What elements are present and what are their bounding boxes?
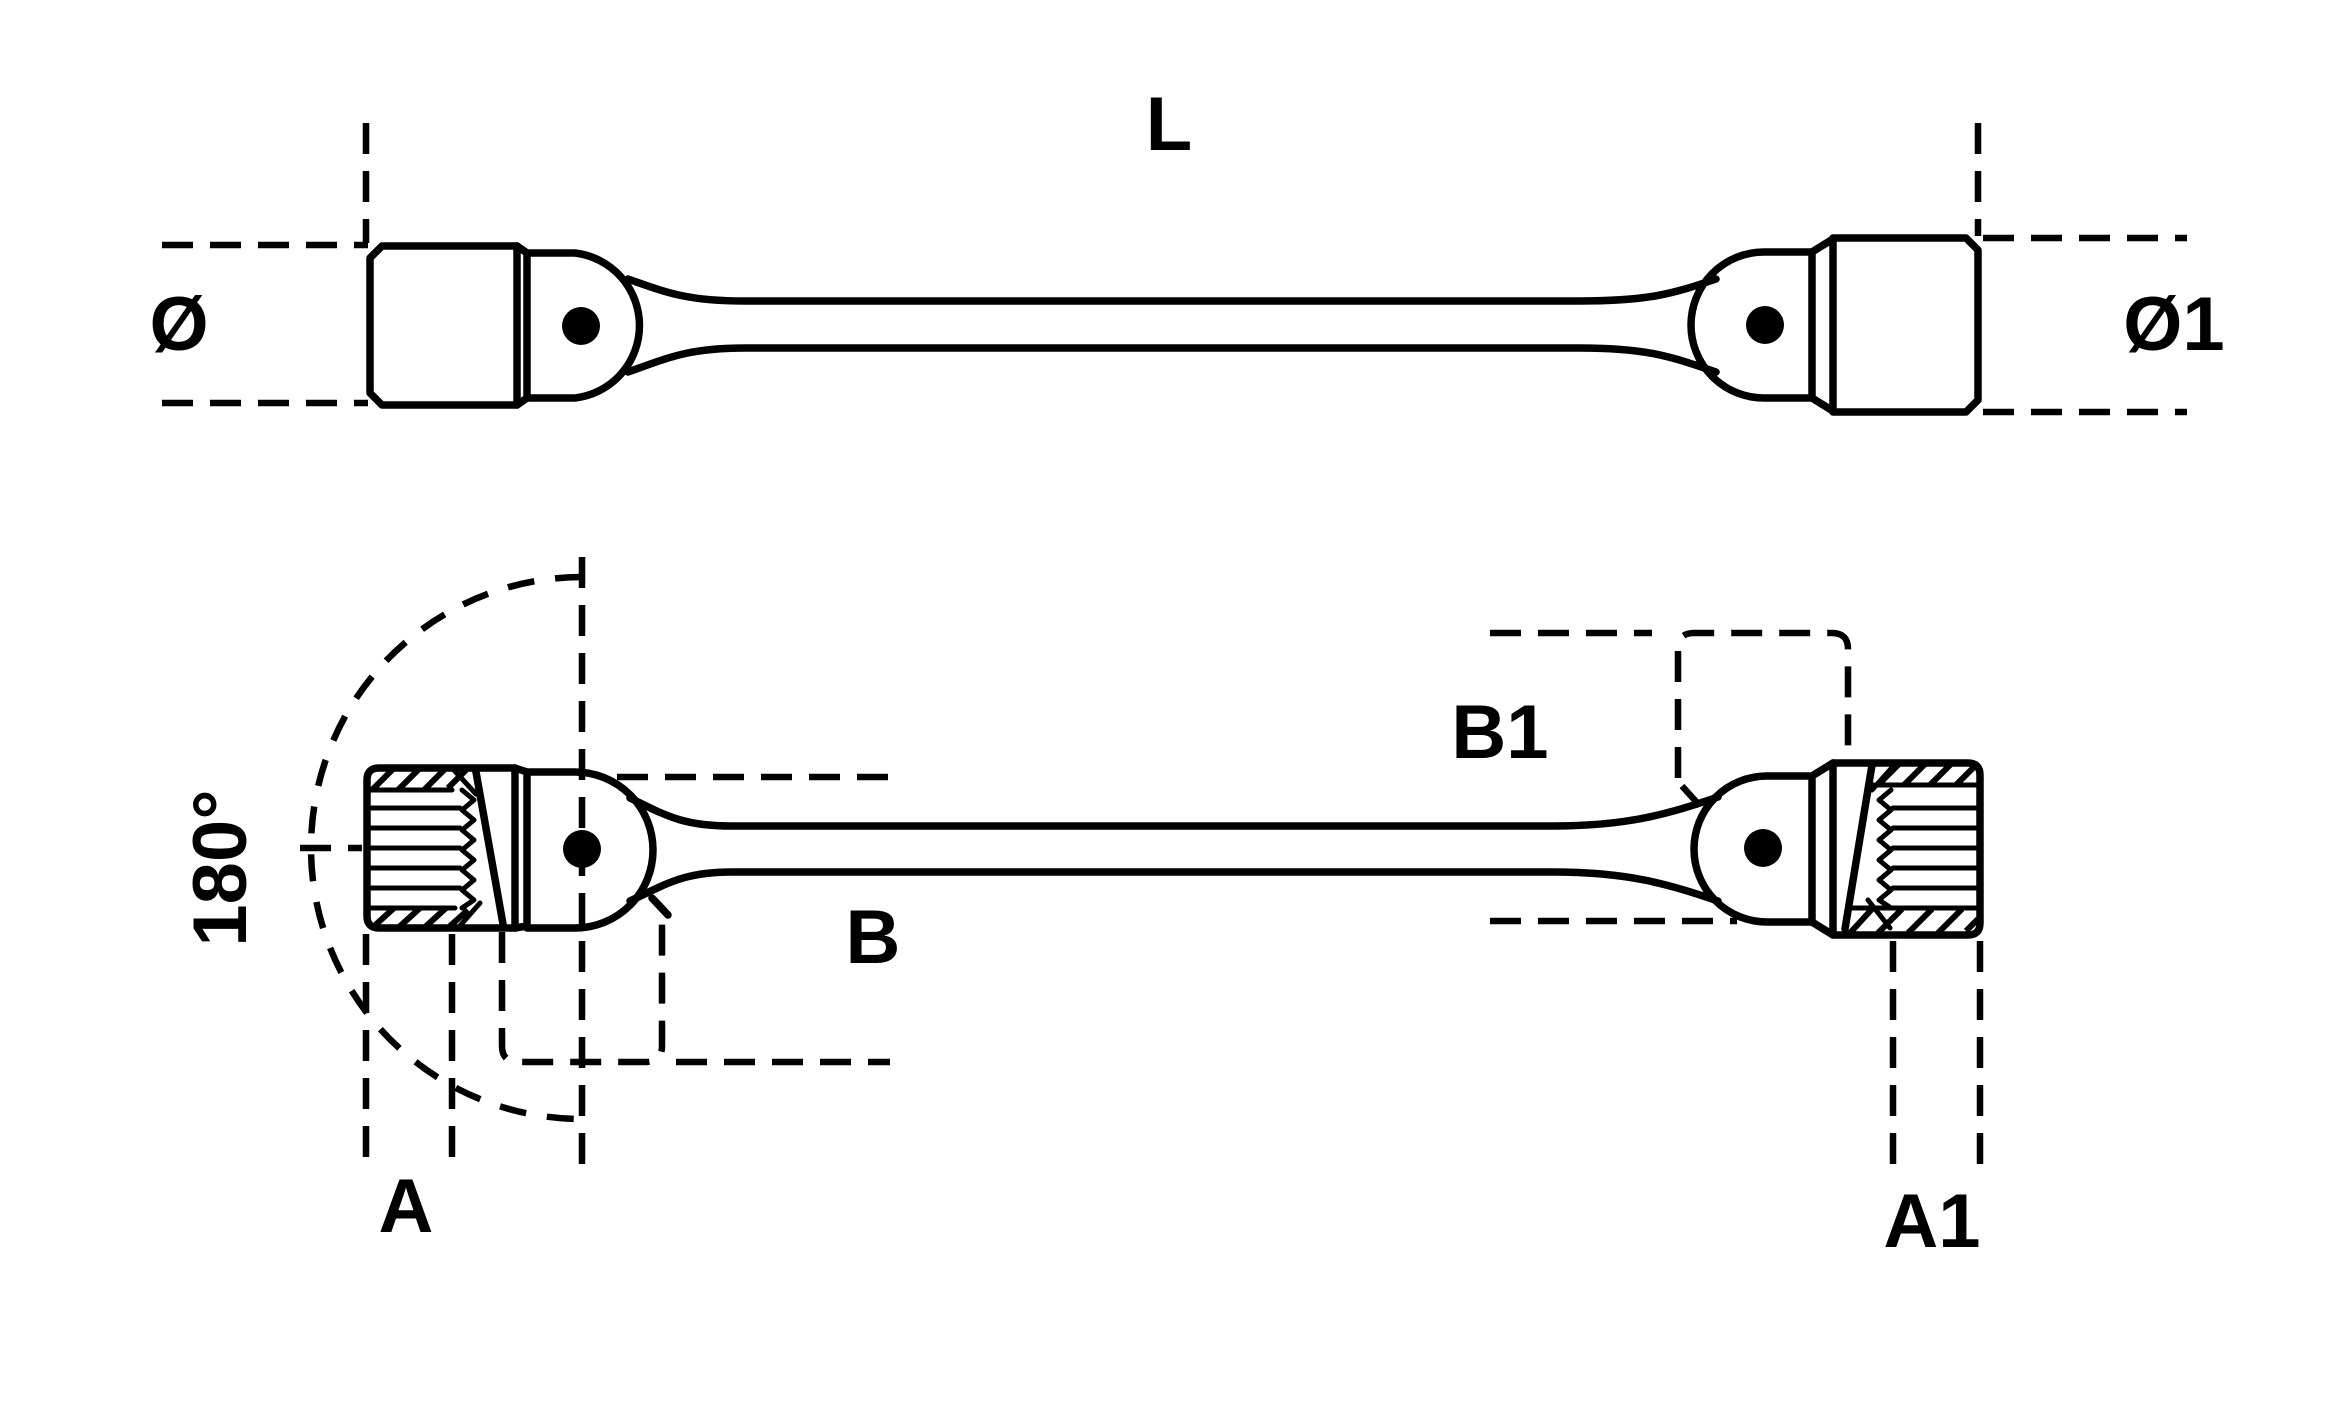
dim-label-diameter-right: Ø1 — [2123, 282, 2224, 367]
bottom-view-outline — [363, 759, 1984, 939]
shaft-bottom-edge — [624, 344, 1720, 376]
right-socket-chamfer — [1841, 761, 1876, 933]
dim-label-length: L — [1146, 82, 1192, 167]
b-phantom-socket — [498, 918, 666, 1066]
shaft-top-edge — [624, 275, 1720, 305]
right-socket-serrations — [1890, 805, 1983, 891]
b1-phantom-socket — [1674, 629, 1852, 778]
bottom-view-dimension-lines — [300, 557, 1984, 1175]
shaft-bottom-edge-side — [626, 868, 1722, 905]
dim-label-swivel-angle: 180° — [178, 789, 263, 946]
shaft-top-edge-side — [626, 793, 1722, 830]
right-pivot-pin-side — [1744, 829, 1782, 867]
right-swivel-head-side — [1690, 772, 1816, 926]
right-socket-body — [1829, 234, 1982, 416]
top-view-dimension-lines — [162, 123, 2187, 416]
dim-label-joint-depth-right: B1 — [1451, 690, 1548, 775]
dim-label-diameter-left: Ø — [149, 282, 208, 367]
left-socket-serrations — [364, 805, 463, 891]
left-collar — [511, 764, 531, 932]
left-swivel-head-side — [523, 768, 657, 932]
dim-label-socket-width-left: A — [379, 1164, 434, 1249]
right-socket-spline-teeth — [1876, 787, 1894, 911]
left-joint-cap — [513, 242, 531, 409]
left-pivot-pin — [562, 307, 600, 345]
left-socket-chamfer — [472, 768, 507, 928]
left-head-notch — [648, 894, 672, 919]
b1-phantom-socket-tail — [1679, 783, 1703, 809]
dim-label-joint-depth-left: B — [846, 895, 901, 980]
left-swivel-head — [523, 249, 644, 402]
left-socket-spline-teeth — [459, 787, 477, 911]
right-socket-hatching — [1847, 760, 1981, 936]
top-view-outline — [366, 234, 1982, 416]
right-collar — [1808, 759, 1837, 939]
left-socket-chamfer-facet-bottom — [455, 900, 483, 931]
left-socket-chamfer-facet-top — [449, 765, 479, 797]
right-swivel-head — [1687, 248, 1816, 402]
left-socket-hatching — [369, 765, 470, 931]
right-pivot-pin — [1746, 306, 1784, 344]
right-joint-cap — [1808, 235, 1837, 415]
dim-label-socket-width-right: A1 — [1883, 1179, 1980, 1264]
left-socket-body — [366, 242, 521, 409]
